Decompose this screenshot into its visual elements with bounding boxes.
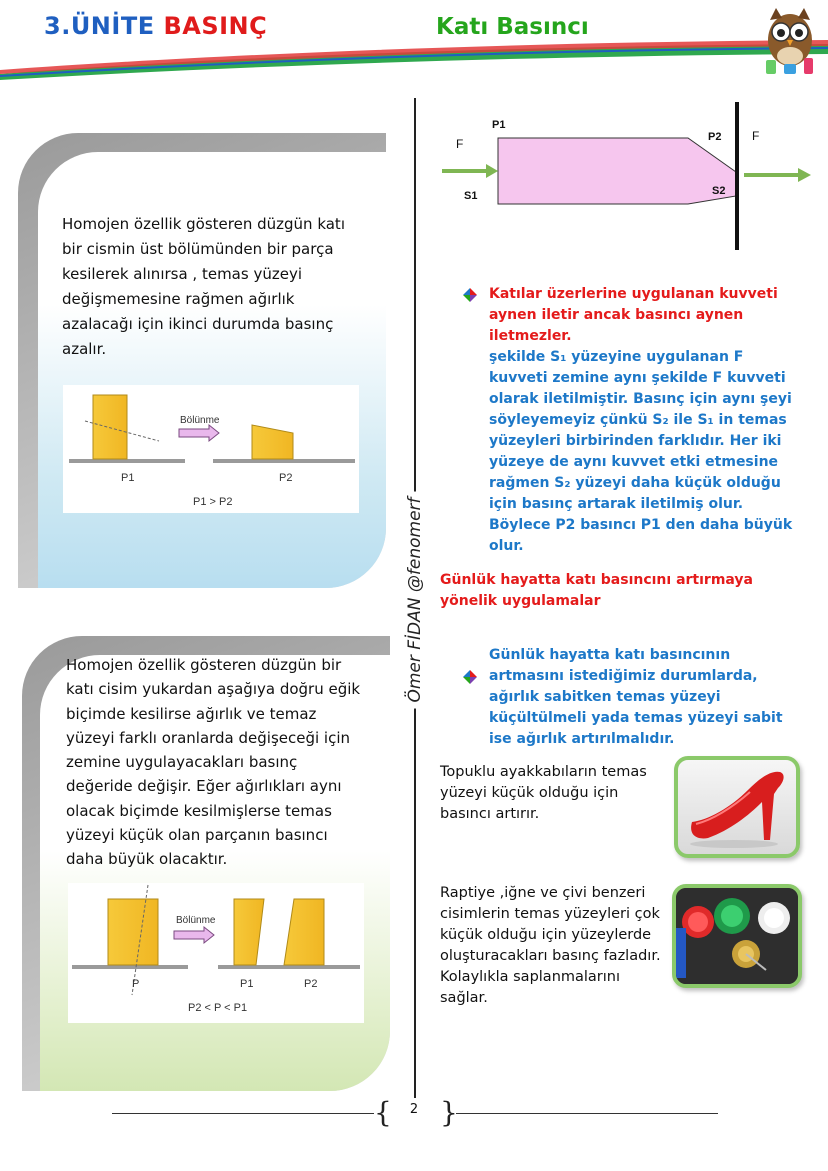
card-1 [38, 152, 386, 588]
fig1-arrow-label: Bölünme [180, 415, 220, 426]
diagram-force-right: F [752, 129, 759, 143]
fig2-label-p: P [132, 978, 139, 990]
example-2-text: Raptiye ,iğne ve çivi benzeri cisimlerin… [440, 885, 661, 1006]
bullet-arrow-icon [463, 288, 477, 302]
card-1-text: Homojen özellik gösteren düzgün katı bir… [62, 215, 345, 358]
unit-word: BASINÇ [163, 12, 268, 40]
page-number: 2 [409, 1102, 419, 1117]
header-swoosh-decoration [0, 40, 828, 80]
diagram-p2: P2 [708, 131, 721, 143]
example-1-text: Topuklu ayakkabıların temas yüzeyi küçük… [440, 764, 647, 822]
diagram-s1: S1 [464, 190, 477, 202]
footer-line-right [456, 1113, 718, 1114]
footer-line-left [112, 1113, 374, 1114]
division-figure-2: Bölünme P P1 P2 P2 < P < P1 [72, 884, 360, 1014]
topic-title: Katı Basıncı [436, 14, 589, 40]
fig1-label-left: P1 [121, 472, 134, 484]
push-pins-icon [676, 888, 798, 984]
owl-mascot-icon [766, 8, 813, 74]
fig2-relation: P2 < P < P1 [188, 1002, 247, 1014]
card-1-figure: Bölünme P1 P2 P1 > P2 [63, 385, 359, 513]
section-heading: Günlük hayatta katı basıncını artırmaya … [440, 572, 753, 609]
example-1-image [674, 756, 800, 858]
fig2-label-p1: P1 [240, 978, 253, 990]
author-credit: Ömer FİDAN @fenomerf [405, 491, 425, 709]
bullet-arrow-icon-2 [463, 670, 477, 684]
fig2-label-p2: P2 [304, 978, 317, 990]
diagram-p1: P1 [492, 119, 505, 131]
diagram-s2: S2 [712, 185, 725, 197]
bullet-2-text: Günlük hayatta katı basıncının artmasını… [489, 647, 783, 747]
red-high-heel-shoe-icon [690, 771, 784, 848]
unit-title: 3.ÜNİTE BASINÇ [44, 12, 267, 40]
division-figure-1: Bölünme P1 P2 P1 > P2 [69, 394, 355, 508]
bullet-1-blue-text: şekilde S₁ yüzeyine uygulanan F kuvveti … [489, 349, 793, 554]
page-header: 3.ÜNİTE BASINÇ Katı Basıncı [0, 0, 828, 80]
card-2-figure: Bölünme P P1 P2 P2 < P < P1 [68, 883, 364, 1023]
bullet-1-red-text: Katılar üzerlerine uygulanan kuvveti ayn… [489, 286, 778, 344]
fig1-label-right: P2 [279, 472, 292, 484]
footer-brace-right: } [440, 1096, 458, 1129]
fig1-relation: P1 > P2 [193, 496, 232, 508]
fig2-arrow-label: Bölünme [176, 915, 216, 926]
unit-number: 3.ÜNİTE [44, 12, 155, 40]
diagram-force-left: F [456, 137, 463, 151]
force-transmission-diagram: F F P1 P2 S1 S2 [442, 102, 811, 250]
card-2-text: Homojen özellik gösteren düzgün bir katı… [66, 656, 361, 869]
example-2-image [672, 884, 802, 988]
footer-brace-left: { [374, 1096, 392, 1129]
bullet-1: Katılar üzerlerine uygulanan kuvveti ayn… [489, 284, 794, 557]
